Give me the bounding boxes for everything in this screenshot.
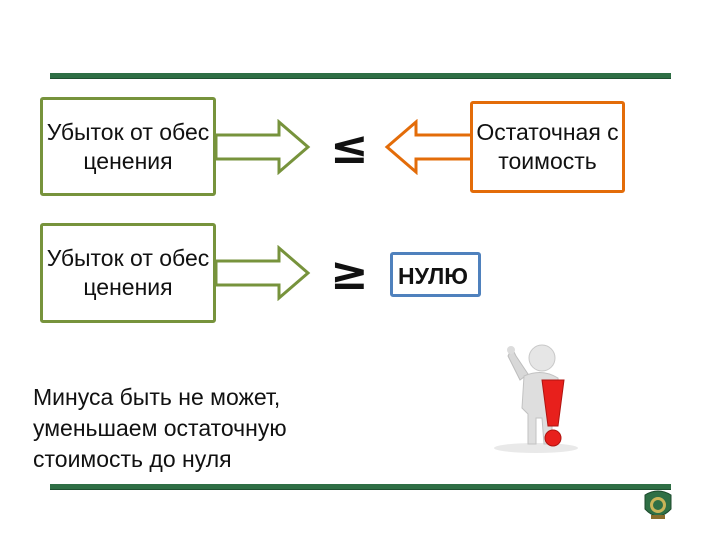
impairment-loss-box: Убыток от обесценения <box>40 97 216 196</box>
impairment-loss-label-2: Убыток от обесценения <box>46 245 210 300</box>
note-line-3: стоимость до нуля <box>33 446 232 472</box>
note-line-1: Минуса быть не может, <box>33 384 281 410</box>
impairment-loss-label: Убыток от обесценения <box>46 118 210 174</box>
right-arrow-icon-2 <box>214 245 311 301</box>
bottom-divider <box>50 484 671 489</box>
zero-label: НУЛЮ <box>398 263 468 289</box>
greater-or-equal-sign: ≥ <box>330 246 369 300</box>
left-arrow-icon <box>384 119 481 175</box>
right-arrow-icon <box>214 119 311 175</box>
explanation-note: Минуса быть не может, уменьшаем остаточн… <box>33 382 363 475</box>
residual-value-box: Остаточная стоимость <box>470 101 625 193</box>
note-line-2: уменьшаем остаточную <box>33 415 287 441</box>
residual-value-label: Остаточная стоимость <box>476 119 619 174</box>
person-with-exclamation-icon <box>494 344 578 453</box>
zero-box: НУЛЮ <box>390 252 481 297</box>
less-or-equal-sign: ≤ <box>330 120 369 174</box>
top-divider <box>50 73 671 78</box>
impairment-loss-box-2: Убыток от обесценения <box>40 223 216 323</box>
institution-emblem-icon <box>644 490 672 519</box>
